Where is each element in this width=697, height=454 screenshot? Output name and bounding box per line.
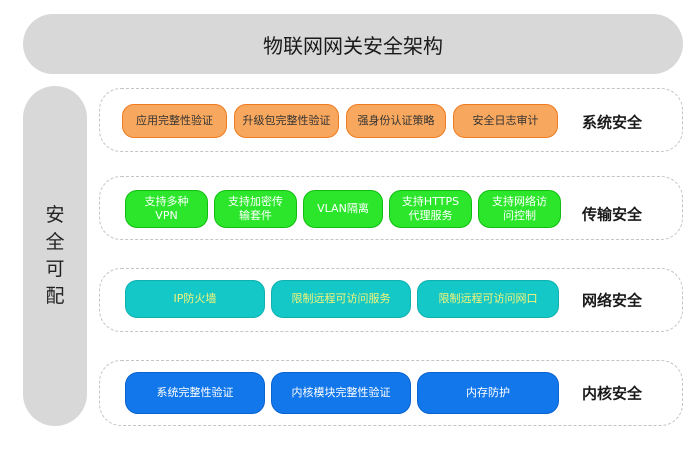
- item-label: 支持HTTPS 代理服务: [401, 195, 460, 222]
- item-transport: 支持多种 VPN: [125, 190, 208, 228]
- layer-transport: [99, 176, 683, 240]
- item-system: 强身份认证策略: [346, 104, 446, 138]
- item-label: VLAN隔离: [317, 202, 369, 215]
- item-label: 升级包完整性验证: [242, 114, 331, 127]
- item-transport: 支持HTTPS 代理服务: [389, 190, 472, 228]
- layer-system: [99, 88, 683, 152]
- item-label: 支持网络访 问控制: [492, 195, 547, 222]
- item-label: 限制远程可访问网口: [438, 292, 538, 305]
- item-network: 限制远程可访问服务: [271, 280, 411, 318]
- side-char: 可: [45, 258, 65, 280]
- item-system: 升级包完整性验证: [234, 104, 339, 138]
- item-network: IP防火墙: [125, 280, 265, 318]
- side-char: 配: [45, 285, 65, 307]
- item-label: 安全日志审计: [472, 114, 539, 127]
- side-char: 安: [45, 204, 65, 226]
- item-system: 安全日志审计: [453, 104, 558, 138]
- layer-label-transport: 传输安全: [582, 205, 643, 224]
- item-label: 系统完整性验证: [156, 386, 234, 399]
- diagram-title: 物联网网关安全架构: [263, 33, 443, 58]
- title-bar: 物联网网关安全架构: [23, 14, 683, 74]
- layer-label-network: 网络安全: [582, 291, 643, 310]
- layer-kernel: [99, 360, 683, 426]
- item-label: 内存防护: [466, 386, 510, 399]
- layer-network: [99, 268, 683, 332]
- item-transport: 支持加密传 输套件: [214, 190, 297, 228]
- item-kernel: 内存防护: [417, 372, 559, 414]
- item-label: 内核模块完整性验证: [291, 386, 391, 399]
- item-transport: 支持网络访 问控制: [478, 190, 561, 228]
- item-label: 应用完整性验证: [136, 114, 213, 127]
- side-bar: 安 全 可 配: [23, 86, 87, 426]
- layer-label-system: 系统安全: [582, 113, 643, 132]
- item-label: 限制远程可访问服务: [291, 292, 391, 305]
- item-kernel: 系统完整性验证: [125, 372, 265, 414]
- item-label: 支持多种 VPN: [144, 195, 189, 222]
- side-char: 全: [45, 231, 65, 253]
- item-transport: VLAN隔离: [303, 190, 383, 228]
- item-label: 强身份认证策略: [357, 114, 435, 127]
- layer-label-kernel: 内核安全: [582, 384, 643, 403]
- item-kernel: 内核模块完整性验证: [271, 372, 411, 414]
- item-label: 支持加密传 输套件: [228, 195, 283, 222]
- item-system: 应用完整性验证: [122, 104, 227, 138]
- item-network: 限制远程可访问网口: [417, 280, 559, 318]
- item-label: IP防火墙: [173, 292, 217, 305]
